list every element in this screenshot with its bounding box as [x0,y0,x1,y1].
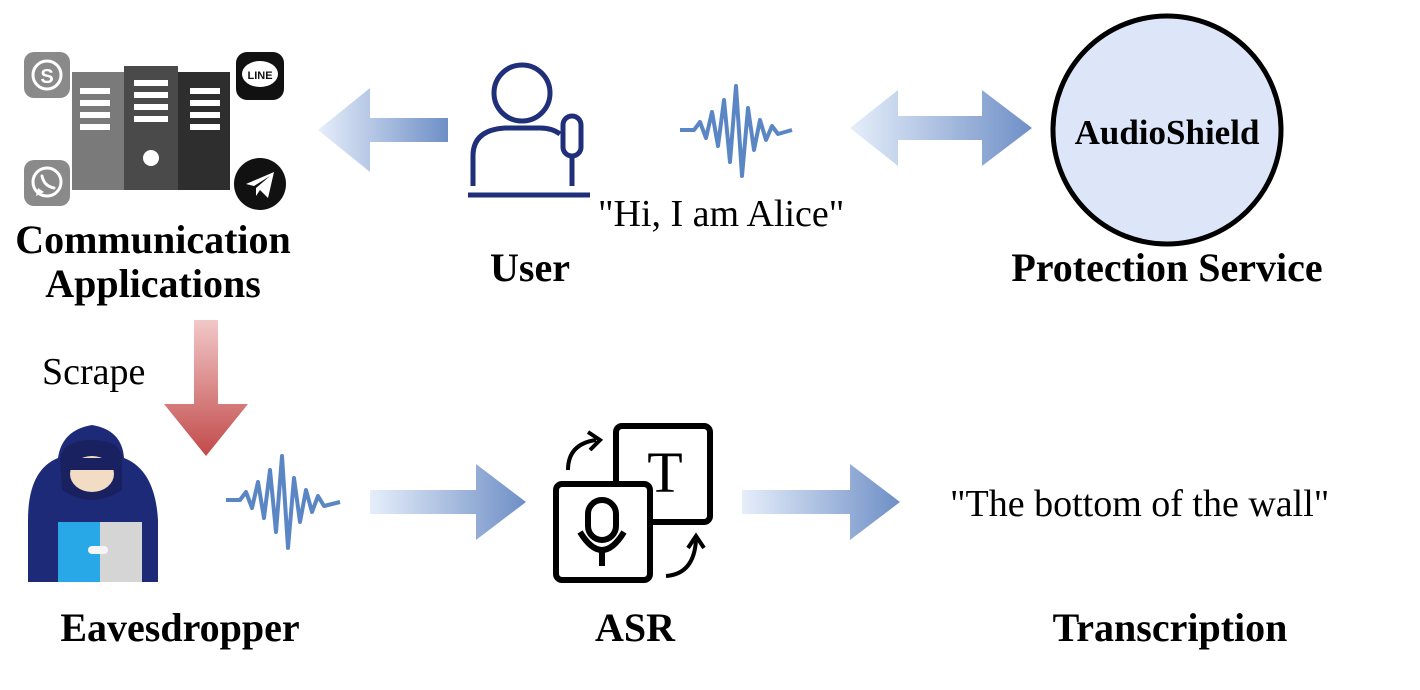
scrape-arrow [164,320,248,456]
arrow-user-to-apps [318,88,448,172]
telegram-icon [234,158,286,210]
utterance-text: "Hi, I am Alice" [598,193,845,235]
eavesdropper-label: Eavesdropper [60,605,300,650]
arrow-user-protection-bidirectional [850,90,1032,166]
communication-apps-label: Communication Applications [0,218,306,306]
skype-icon: S [24,52,70,98]
audioshield-circle [1050,13,1284,247]
asr-label: ASR [594,605,676,650]
user-label: User [490,245,570,290]
skype-letter: S [40,66,53,88]
whatsapp-icon [24,160,70,206]
communication-apps-label-line1: Communication [15,217,291,262]
microphone-icon [560,113,584,186]
line-icon: LINE [236,52,284,100]
arrow-audio-to-asr [370,464,526,540]
audioshield-label: AudioShield [1075,113,1260,152]
protection-service-label: Protection Service [1011,245,1323,290]
arrow-asr-to-transcription [742,464,900,540]
transcription-text: "The bottom of the wall" [950,483,1330,525]
server-racks-icon [72,66,230,190]
eavesdropper-icon [28,425,158,582]
user-icon [468,62,590,198]
asr-text-glyph: T [647,440,682,505]
line-icon-text: LINE [247,70,272,82]
scrape-label: Scrape [42,351,146,393]
communication-apps-label-line2: Applications [45,261,261,306]
captured-sound-wave-icon [226,454,341,550]
asr-icon [553,423,713,583]
sound-wave-icon [680,84,793,178]
transcription-label: Transcription [1052,605,1288,650]
